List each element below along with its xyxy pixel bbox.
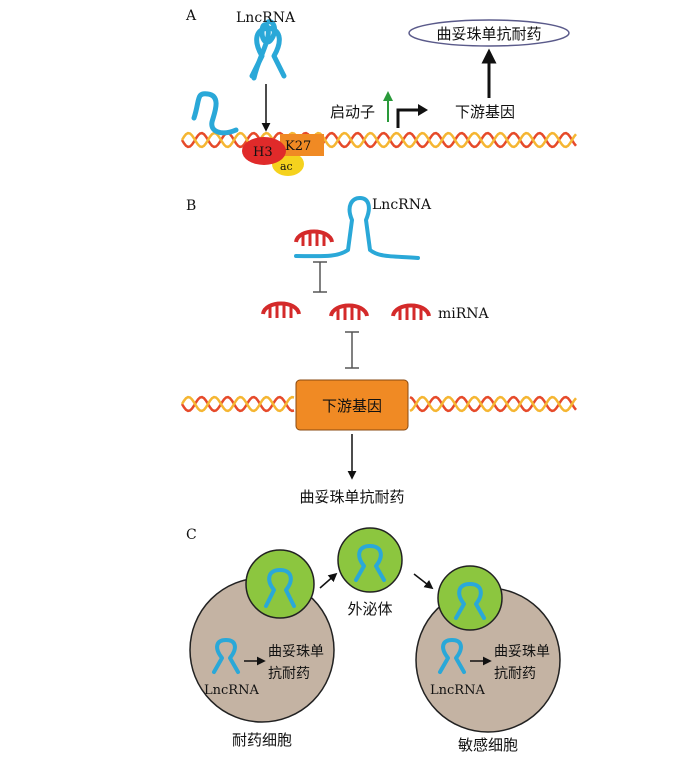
histone-ac-label: ac <box>280 160 293 173</box>
left-lncrna-label: LncRNA <box>204 683 259 698</box>
dna-strand-1 <box>180 395 577 413</box>
downstream-gene-box <box>295 379 409 431</box>
right-inner-text-1: 曲妥珠单 <box>494 644 550 660</box>
promoter-label: 启动子 <box>330 103 375 121</box>
mirna-bound <box>294 229 334 246</box>
left-cell-label: 耐药细胞 <box>232 731 292 749</box>
dna-strand-2 <box>180 395 577 413</box>
histone-k27 <box>280 134 324 156</box>
arrow-from-exosome <box>413 573 434 590</box>
dna-helix-a <box>180 131 577 149</box>
mirna-label: miRNA <box>438 306 490 322</box>
exosome-middle <box>337 527 403 593</box>
mirna-free-1 <box>261 301 301 318</box>
inhibition-bar-2 <box>345 331 359 369</box>
panel-a: A LncRNA H3 K27 ac 启动子 下游基因 曲妥珠单抗耐药 <box>180 8 577 176</box>
exosome-label: 外泌体 <box>347 600 392 618</box>
panel-a-lncrna-label: LncRNA <box>236 10 296 26</box>
lncrna-in-exosome-left <box>264 568 296 608</box>
lncrna-in-exosome-right <box>454 582 486 620</box>
downstream-gene-label-b: 下游基因 <box>322 397 382 415</box>
panel-b-lncrna-label: LncRNA <box>372 197 432 213</box>
histone-h3 <box>242 137 286 165</box>
dna-helix-b <box>180 395 577 413</box>
left-inner-text-2: 抗耐药 <box>268 666 310 682</box>
exosome-right <box>437 565 503 631</box>
arrow-to-exosome <box>319 572 338 589</box>
mirna-free-2 <box>329 303 369 320</box>
lncrna-sponge <box>294 196 420 260</box>
transcription-start-arrow <box>396 108 420 128</box>
right-lncrna-label: LncRNA <box>430 683 485 698</box>
resistance-oval <box>408 19 570 47</box>
lncrna-on-dna-left <box>191 91 239 136</box>
resistance-label-a: 曲妥珠单抗耐药 <box>436 25 541 43</box>
inhibition-bar-1 <box>313 261 327 293</box>
transcription-start-head <box>418 104 428 116</box>
panel-a-letter: A <box>185 8 197 24</box>
resistance-label-b: 曲妥珠单抗耐药 <box>299 488 404 506</box>
panel-b: B LncRNA <box>180 196 577 506</box>
right-cell-label: 敏感细胞 <box>458 736 518 754</box>
exosome-left <box>245 549 315 619</box>
panel-c: C 曲妥珠单 抗耐药 LncRNA 耐药细胞 外泌体 曲妥珠单 抗耐药 LncR… <box>186 527 561 754</box>
histone-h3-label: H3 <box>253 145 273 160</box>
lncrna-in-exosome-middle <box>354 544 386 582</box>
lncrna-in-cell-left <box>212 638 240 674</box>
right-inner-text-2: 抗耐药 <box>494 666 536 682</box>
lncrna-hairpin-top-shape <box>249 25 287 79</box>
panel-b-letter: B <box>186 198 196 214</box>
downstream-gene-label-a: 下游基因 <box>455 103 515 121</box>
mirna-free-3 <box>391 303 431 320</box>
dna-strand-2 <box>180 131 577 149</box>
left-inner-text-1: 曲妥珠单 <box>268 644 324 660</box>
panel-c-letter: C <box>186 527 197 543</box>
lncrna-in-cell-right <box>438 638 466 674</box>
histone-k27-label: K27 <box>285 139 311 154</box>
